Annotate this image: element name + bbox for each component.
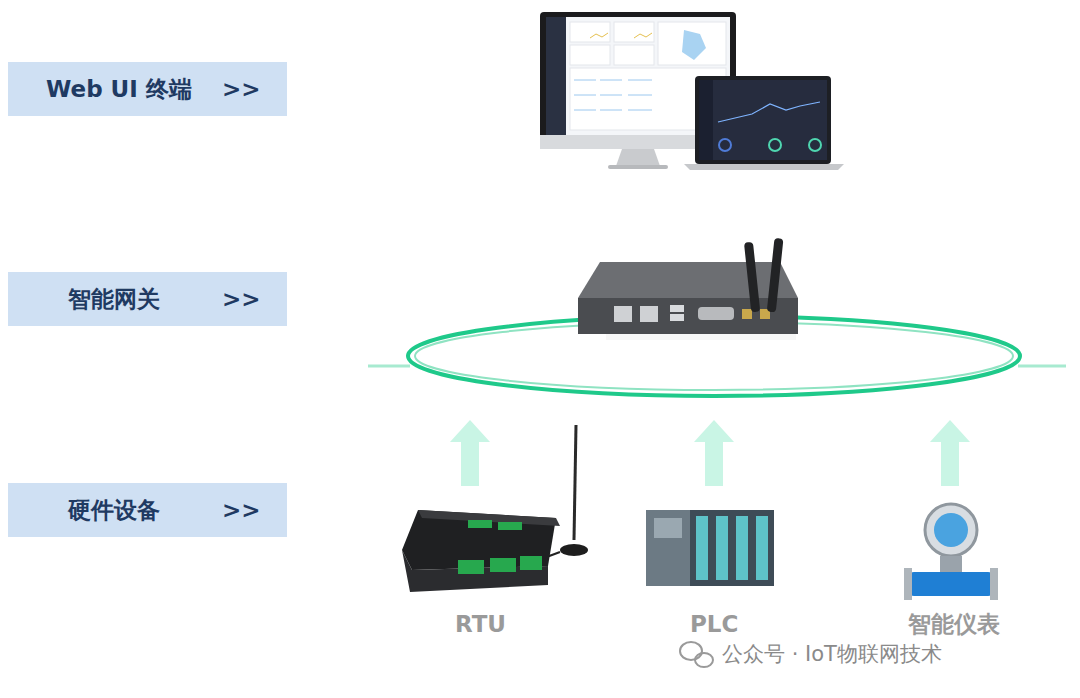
plc-device bbox=[646, 510, 774, 586]
layer-chevron: >> bbox=[222, 499, 261, 522]
layer-box: Web UI 终端 >> bbox=[8, 62, 287, 116]
wechat-icon bbox=[680, 642, 713, 667]
rtu-device bbox=[402, 425, 588, 592]
layer-title: 硬件设备 bbox=[68, 499, 160, 522]
flow-meter bbox=[904, 504, 998, 600]
upload-arrows bbox=[450, 420, 970, 486]
device-label: PLC bbox=[690, 613, 738, 636]
layer-title: Web UI 终端 bbox=[46, 78, 192, 101]
layer-box: 硬件设备 >> bbox=[8, 483, 287, 537]
layer-chevron: >> bbox=[222, 288, 261, 311]
watermark: 公众号 · IoT物联网技术 bbox=[722, 644, 942, 665]
device-label: 智能仪表 bbox=[908, 613, 1000, 636]
laptop bbox=[684, 76, 844, 170]
layer-chevron: >> bbox=[222, 78, 261, 101]
layer-title: 智能网关 bbox=[68, 288, 160, 311]
device-label: RTU bbox=[455, 613, 506, 636]
gateway-device bbox=[578, 238, 798, 340]
desktop-monitor bbox=[540, 12, 736, 169]
layer-box: 智能网关 >> bbox=[8, 272, 287, 326]
